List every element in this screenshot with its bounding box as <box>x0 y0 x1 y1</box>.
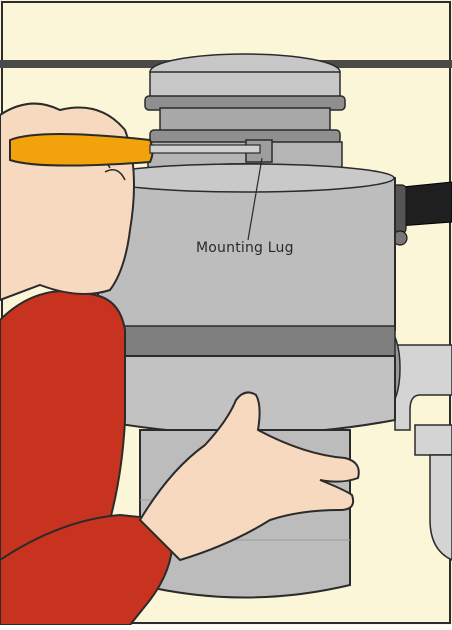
upper-hand <box>0 104 134 300</box>
callout-label: Mounting Lug <box>196 240 294 256</box>
